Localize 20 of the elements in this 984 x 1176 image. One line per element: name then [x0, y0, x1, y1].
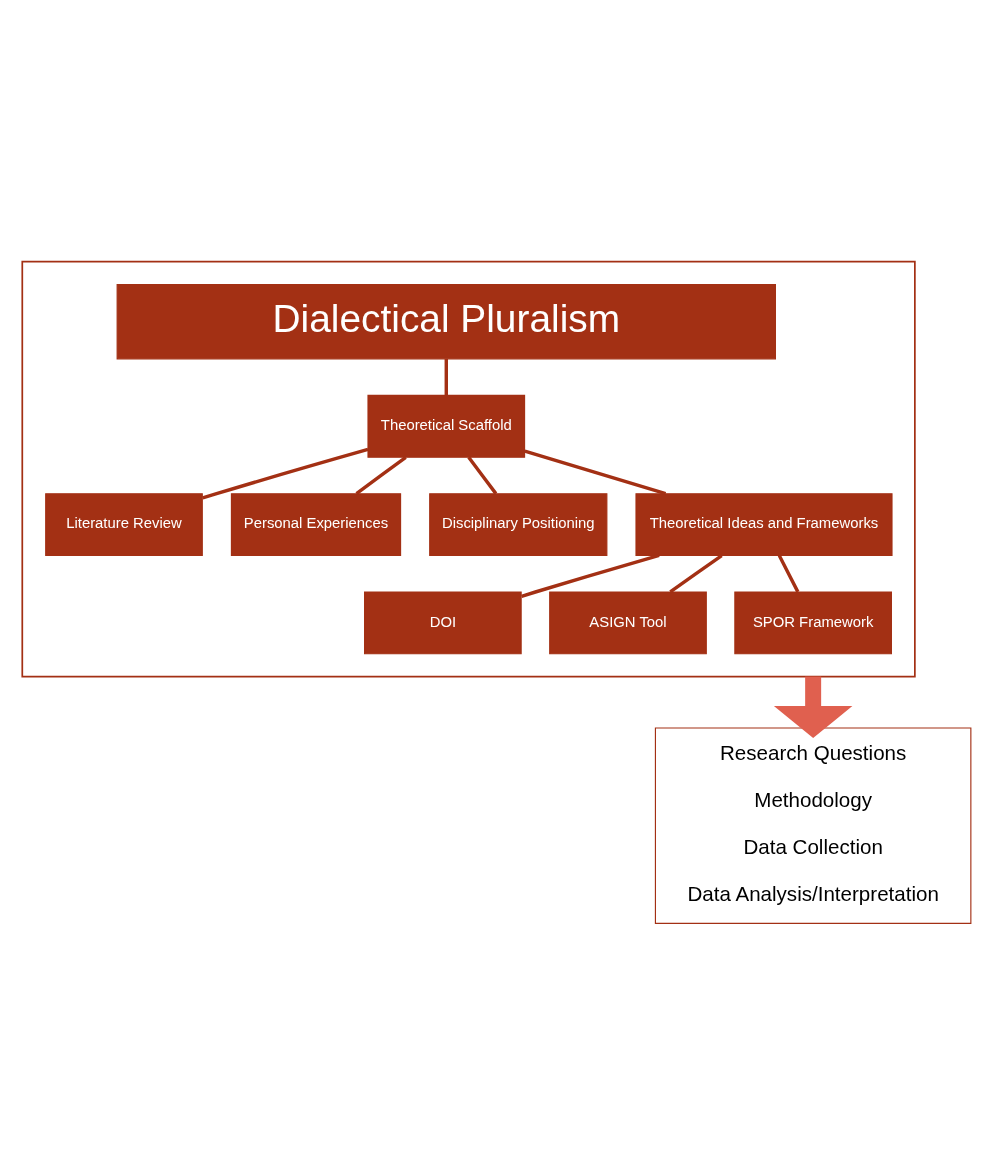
connector: [444, 358, 448, 396]
connector: [669, 554, 723, 594]
node-box: Literature Review: [45, 493, 203, 556]
connector: [355, 455, 407, 495]
node-box: ASIGN Tool: [549, 591, 707, 655]
arrow: [773, 676, 853, 739]
node-box: Theoretical Scaffold: [367, 394, 526, 458]
connector: [202, 447, 369, 500]
node-box: Personal Experiences: [230, 493, 402, 556]
connector: [467, 456, 498, 495]
connector: [521, 553, 660, 598]
node-box: Dialectical Pluralism: [116, 284, 776, 360]
node-box: DOI: [364, 591, 522, 655]
node-box: Research Questions Methodology Data Collection Data Analysis/Interpretation: [654, 727, 972, 924]
connector: [777, 554, 800, 593]
node-box: Theoretical Ideas and Frameworks: [635, 493, 893, 556]
node-box: SPOR Framework: [734, 591, 892, 655]
connector: [524, 449, 667, 496]
cluster: [21, 260, 916, 678]
node-box: Disciplinary Positioning: [429, 493, 608, 556]
